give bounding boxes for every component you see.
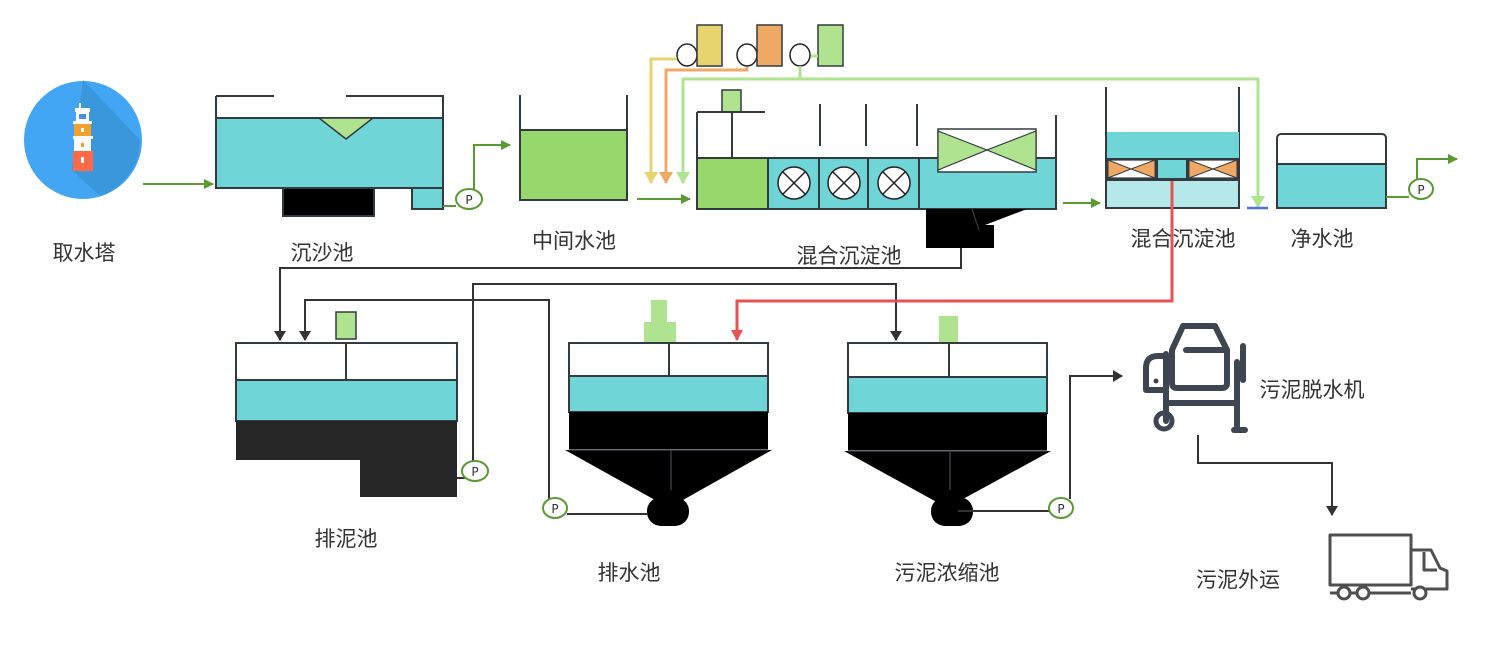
mixing2-water-top	[1107, 132, 1239, 158]
dosing-unit-yellow[interactable]	[676, 24, 723, 67]
pipe-sludge-tank-to-thickener	[472, 283, 902, 463]
drainage-tank[interactable]: 排水池	[565, 300, 772, 585]
dosing-line-orange	[659, 67, 749, 184]
grit-funnel	[316, 117, 376, 140]
pump-drainage[interactable]: P	[542, 497, 568, 519]
flow-clear-water-out	[1416, 154, 1458, 179]
mixing-sludge-hopper	[926, 209, 1027, 248]
mixing-chamber	[696, 157, 769, 210]
clear-water-tank-label: 净水池	[1291, 227, 1354, 251]
sludge-transport-label: 污泥外运	[1196, 568, 1280, 592]
pump-icon	[1048, 497, 1074, 519]
drainage-hopper	[565, 450, 772, 505]
dosing-tank-green	[817, 24, 844, 67]
sludge-tank-sludge	[236, 421, 457, 497]
drainage-sludge	[569, 412, 768, 449]
stirrer-icon	[827, 166, 861, 200]
grit-sludge	[282, 187, 375, 217]
cement-mixer-icon	[1143, 323, 1248, 433]
intake-tower-label: 取水塔	[53, 241, 116, 265]
pump-icon	[455, 188, 483, 210]
drainage-water	[568, 375, 769, 413]
intermediate-tank-label: 中间水池	[532, 229, 616, 253]
dosing-pump-icon	[676, 43, 698, 67]
sludge-transport[interactable]: 污泥外运	[1196, 533, 1449, 601]
valve-icon	[1107, 159, 1156, 179]
pipe-drain-to-sludge-tank	[299, 299, 550, 505]
sludge-dewatering-label: 污泥脱水机	[1260, 378, 1365, 402]
drainage-motor	[644, 300, 676, 343]
dosing-pump-icon	[736, 43, 758, 67]
intake-tower[interactable]: 取水塔	[24, 80, 142, 265]
sludge-thickener[interactable]: 污泥浓缩池	[844, 316, 1051, 585]
lighthouse-icon	[24, 80, 142, 199]
intermediate-tank[interactable]: 中间水池	[519, 95, 628, 253]
thickener-outlet	[931, 497, 973, 526]
thickener-sludge	[848, 413, 1047, 450]
dosing-tank-orange	[756, 24, 783, 67]
truck-icon	[1328, 533, 1449, 601]
thickener-motor	[939, 316, 958, 343]
mixing2-center	[1158, 160, 1186, 178]
dosing-unit-orange[interactable]	[736, 24, 783, 67]
grit-outlet	[411, 187, 444, 210]
thickener-hopper	[844, 451, 1051, 505]
pump-grit[interactable]: P	[455, 188, 483, 210]
sludge-thickener-label: 污泥浓缩池	[895, 561, 1000, 585]
pump-sludge-tank[interactable]: P	[461, 460, 489, 482]
pipe-mixing2-to-drainage-red	[731, 181, 1174, 341]
dosing-line-green-1	[676, 66, 802, 184]
pump-label: P	[471, 465, 478, 479]
dosing-pump-icon	[789, 43, 811, 67]
pump-label: P	[1057, 502, 1064, 516]
pump-icon	[461, 460, 489, 482]
valve-icon	[1188, 159, 1238, 179]
sludge-tank-motor	[335, 311, 357, 340]
pump-thickener[interactable]: P	[1048, 497, 1074, 519]
dosing-unit-green[interactable]	[789, 24, 844, 67]
inclined-plate-icon	[937, 128, 1037, 173]
mixer-motor	[721, 89, 742, 113]
pump-label: P	[551, 502, 558, 516]
drainage-outlet	[647, 497, 689, 526]
mixing-sedimentation-tank-1[interactable]: 混合沉淀池	[696, 89, 1057, 268]
sludge-dewatering-machine[interactable]: 污泥脱水机	[1143, 323, 1365, 433]
drainage-tank-label: 排水池	[598, 561, 661, 585]
sludge-discharge-tank-label: 排泥池	[315, 527, 378, 551]
flow-grit-to-intermediate	[473, 140, 511, 189]
stirrer-icon	[877, 166, 911, 200]
grit-chamber-label: 沉沙池	[291, 241, 354, 265]
pipe-mixing-to-sludge-tank	[274, 248, 962, 341]
sludge-tank-water	[235, 379, 458, 422]
grit-chamber-water	[215, 117, 444, 189]
sludge-discharge-tank[interactable]: 排泥池	[235, 311, 458, 551]
clear-water-tank[interactable]: 净水池	[1276, 133, 1387, 251]
grit-chamber-rim	[216, 95, 444, 118]
stirrer-icon	[777, 166, 811, 200]
grit-chamber[interactable]: 沉沙池	[215, 95, 444, 265]
dosing-tank-yellow	[696, 24, 723, 67]
pump-clear-water[interactable]: P	[1408, 178, 1434, 200]
pump-icon	[1408, 178, 1434, 200]
pump-icon	[542, 497, 568, 519]
mixing-sedimentation-2-label: 混合沉淀池	[1131, 227, 1236, 251]
dosing-line-yellow	[644, 57, 677, 184]
pipe-dewatering-to-transport	[1197, 435, 1338, 516]
mixing-sedimentation-1-label: 混合沉淀池	[797, 244, 902, 268]
dosing-line-green-2	[800, 77, 1265, 208]
pump-label: P	[1417, 183, 1424, 197]
clear-water	[1276, 163, 1387, 209]
pump-label: P	[465, 193, 472, 207]
intermediate-tank-water	[519, 129, 628, 201]
pipe-thickener-to-dewatering	[1069, 370, 1123, 499]
thickener-water	[847, 376, 1048, 414]
